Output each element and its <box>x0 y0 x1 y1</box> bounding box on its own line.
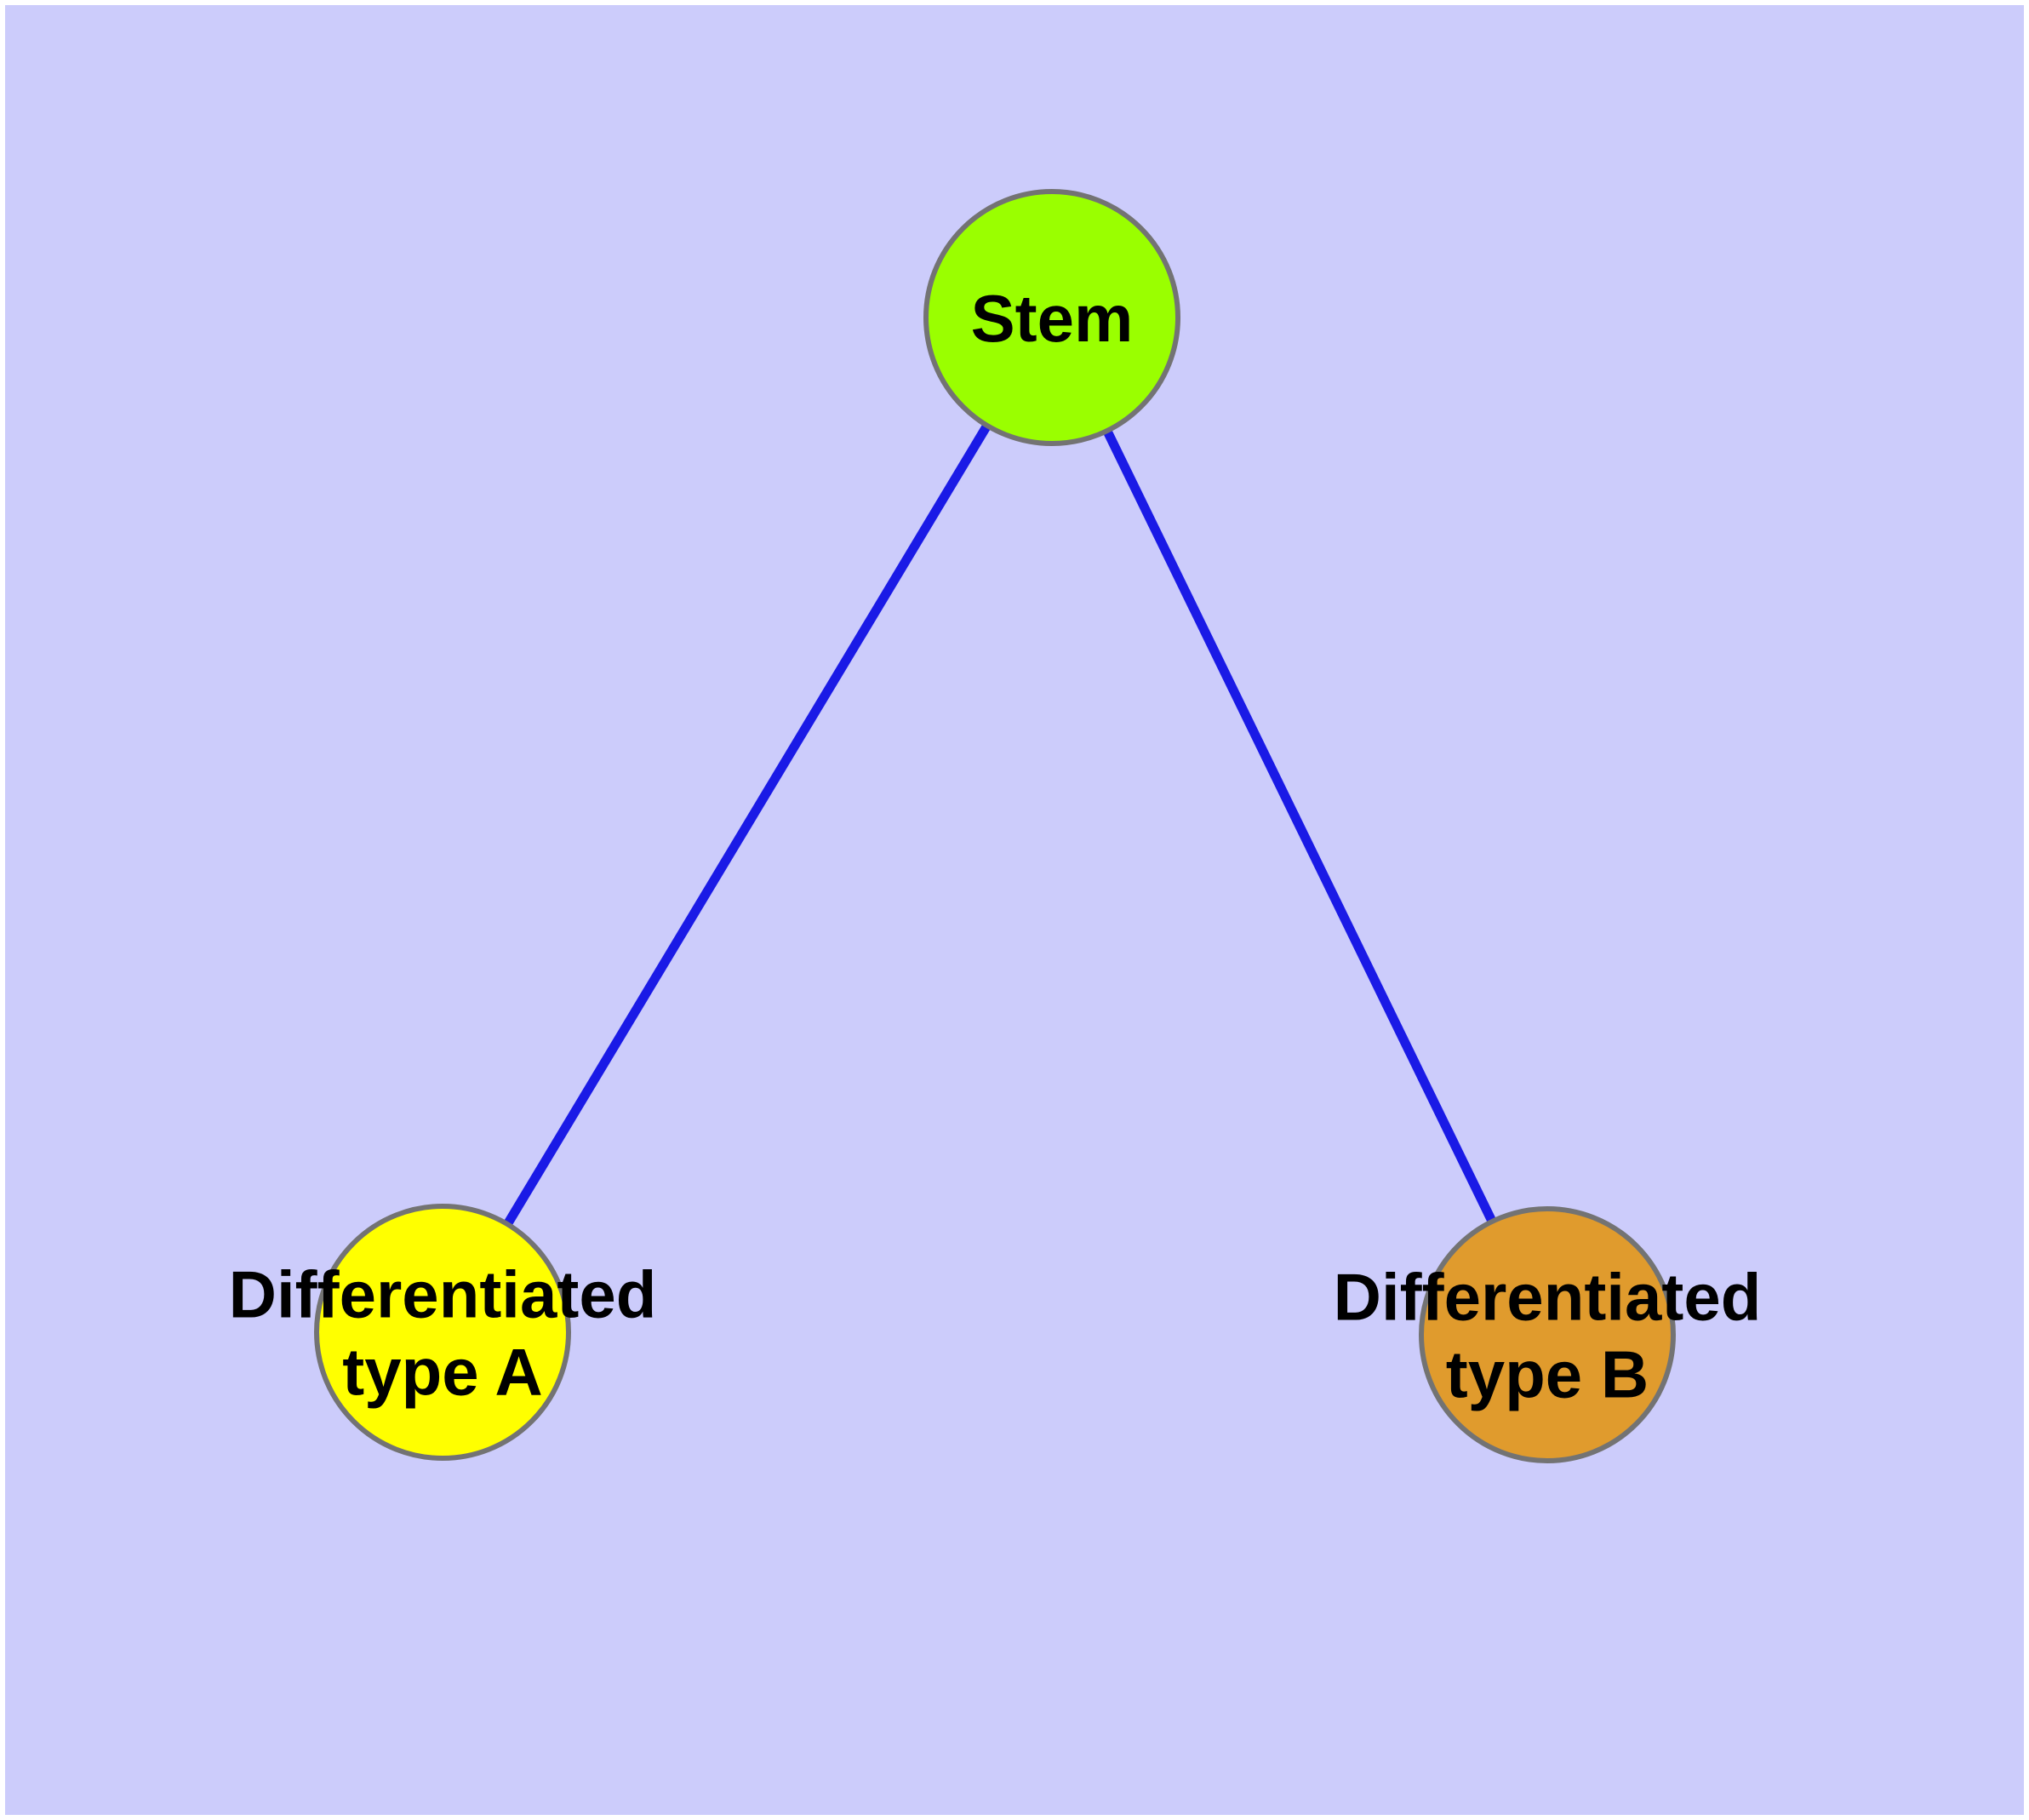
graph-node-diff_b[interactable] <box>1419 1206 1676 1463</box>
graph-node-label-line: Stem <box>971 281 1134 356</box>
graph-node-label-line: Differentiated <box>229 1256 657 1331</box>
graph-node-label-stem: Stem <box>971 281 1134 356</box>
graph-node-diff_a[interactable] <box>314 1204 571 1461</box>
graph-node-label-line: type A <box>342 1335 543 1410</box>
graph-node-label-line: type B <box>1446 1337 1649 1412</box>
graph-edge-stem-to-a <box>438 315 1056 1335</box>
graph-edge-stem-to-b <box>1048 315 1552 1337</box>
graph-node-stem[interactable] <box>923 189 1180 446</box>
nodes-layer <box>314 189 1676 1463</box>
edges-layer <box>438 315 1552 1337</box>
graph-node-label-line: Differentiated <box>1334 1259 1762 1334</box>
